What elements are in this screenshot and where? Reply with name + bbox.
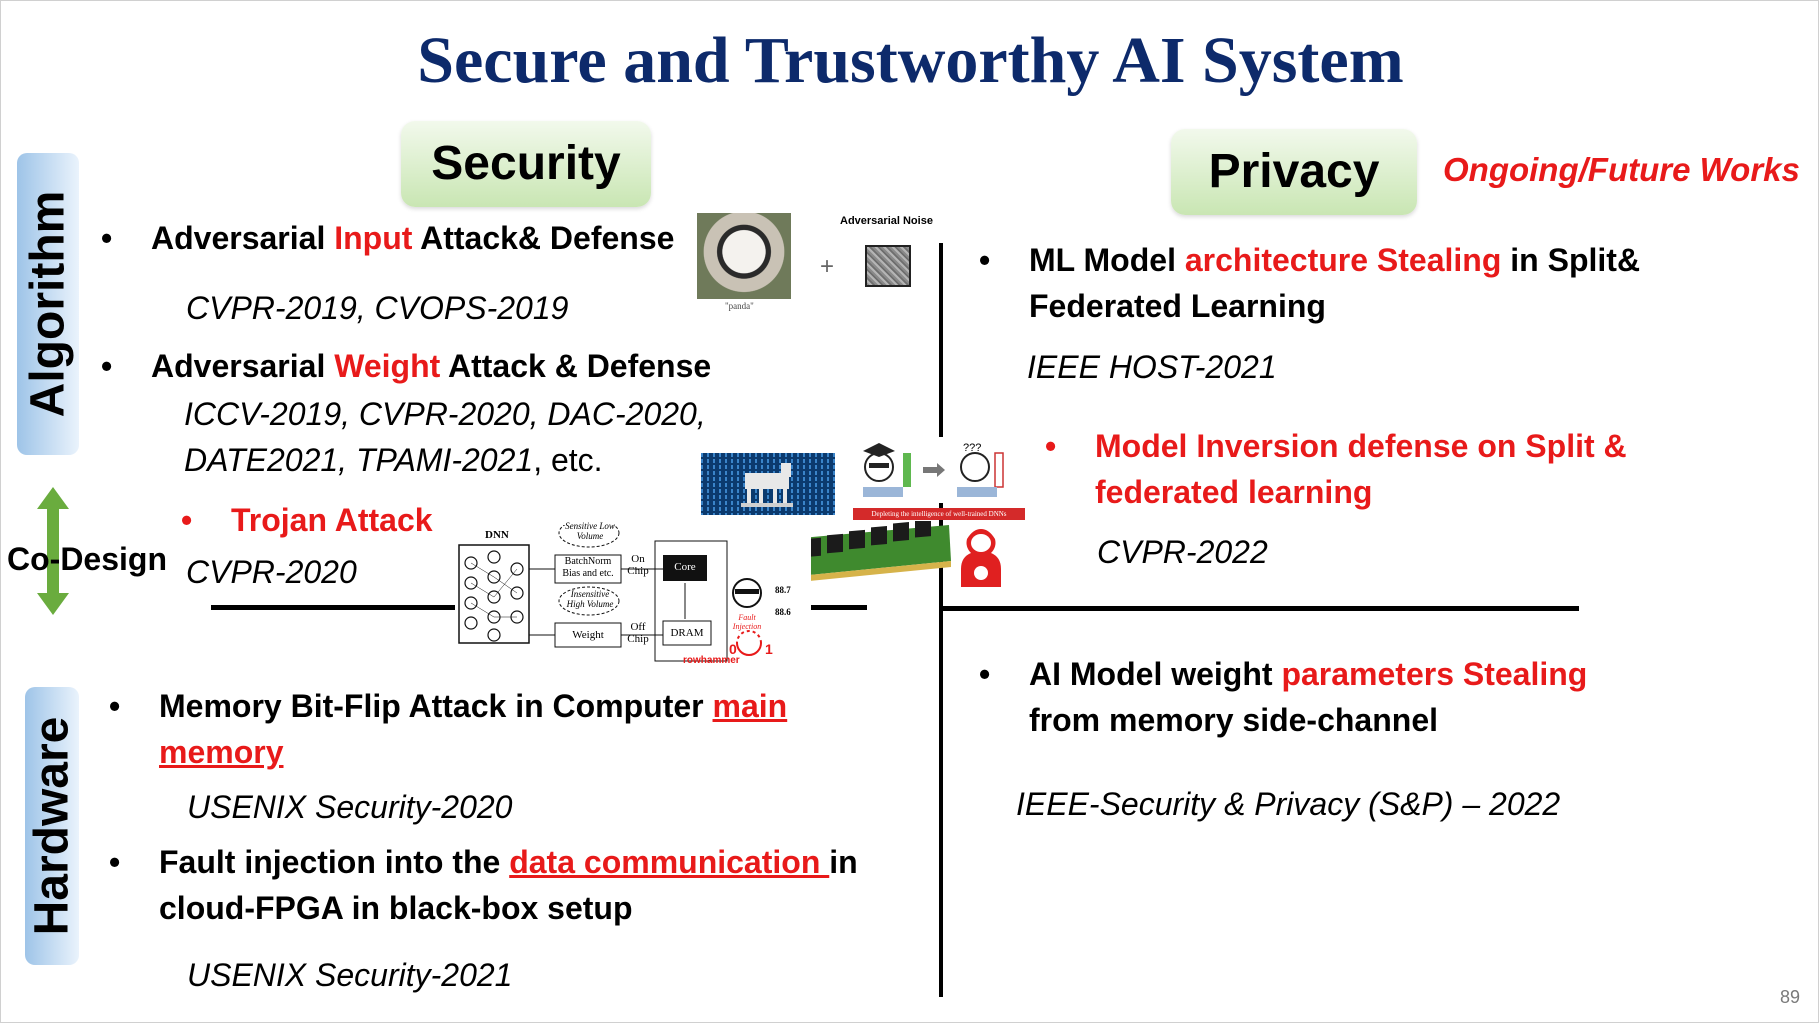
rowhammer-label: rowhammer (683, 655, 740, 666)
sensitive-label: Sensitive Low Volume (565, 521, 615, 541)
trojan-horse-image (701, 453, 835, 515)
bullet-adv-input: Adversarial Input Attack& Defense (101, 215, 674, 261)
depleting-caption: Depleting the intelligence of well-train… (853, 508, 1025, 520)
ref-fault-injection: USENIX Security-2021 (187, 957, 513, 993)
ref-model-inversion: CVPR-2022 (1097, 534, 1268, 570)
vertical-divider (939, 243, 943, 997)
bullet-adv-weight: Adversarial Weight Attack & Defense (101, 343, 711, 389)
algorithm-tab: Algorithm (17, 153, 79, 455)
panda-caption: "panda" (725, 301, 754, 311)
graduate-face-icon: ??? (853, 437, 1025, 503)
ref-adv-input: CVPR-2019, CVOPS-2019 (186, 290, 569, 326)
insensitive-label: Insensitive High Volume (566, 589, 614, 609)
horizontal-divider-right (941, 606, 1579, 611)
slide-title: Secure and Trustworthy AI System (417, 24, 1404, 97)
ref-adv-weight-2: DATE2021, TPAMI-2021, etc. (184, 442, 603, 478)
page-number: 89 (1779, 987, 1800, 1007)
bullet-param-stealing: AI Model weight parameters Stealing from… (979, 651, 1587, 743)
noise-image (865, 245, 911, 287)
privacy-header: Privacy (1171, 129, 1417, 215)
ref-trojan: CVPR-2020 (186, 554, 357, 590)
dram-label: DRAM (670, 627, 704, 639)
on-chip-label: On Chip (627, 553, 649, 577)
core-label: Core (674, 561, 696, 573)
ref-arch-stealing: IEEE HOST-2021 (1027, 349, 1277, 385)
ref-bitflip: USENIX Security-2020 (187, 789, 513, 825)
weight-label: Weight (572, 629, 604, 641)
hardware-tab: Hardware (25, 687, 79, 965)
ref-param-stealing: IEEE-Security & Privacy (S&P) – 2022 (1016, 786, 1561, 822)
value-88-6: 88.6 (775, 607, 791, 617)
bullet-fault-injection: Fault injection into the data communicat… (109, 839, 858, 931)
adversarial-noise-label: Adversarial Noise (840, 215, 933, 227)
codesign-label: Co-Design (7, 541, 167, 577)
dnn-diagram-lines (458, 525, 762, 662)
ref-adv-weight-1: ICCV-2019, CVPR-2020, DAC-2020, (184, 396, 706, 432)
batchnorm-label: BatchNorm Bias and etc. (562, 556, 614, 579)
value-88-7: 88.7 (775, 585, 791, 595)
double-arrow-icon (37, 487, 69, 615)
bullet-arch-stealing: ML Model architecture Stealing in Split&… (979, 237, 1640, 329)
bullet-bitflip: Memory Bit-Flip Attack in Computer main … (109, 683, 787, 775)
depleting-figure: ??? Depleting the intelligence of well-t… (853, 437, 1025, 520)
panda-image (697, 213, 791, 299)
svg-text:???: ??? (963, 442, 981, 454)
plus-sign: + (820, 253, 835, 280)
ram-module-image (767, 521, 951, 585)
dnn-label: DNN (485, 529, 509, 541)
bit-one: 1 (765, 641, 773, 657)
hacker-icon (961, 529, 1001, 587)
future-works-label: Ongoing/Future Works (1443, 151, 1800, 188)
dnn-hardware-diagram: DNN Sensitive Low Volume Insensitive Hig… (455, 521, 811, 667)
fault-injection-label: Fault Injection (732, 613, 762, 631)
bit-zero: 0 (729, 641, 737, 657)
bullet-trojan: Trojan Attack (181, 497, 432, 543)
security-header: Security (401, 121, 651, 207)
off-chip-label: Off Chip (627, 621, 649, 645)
bullet-model-inversion: Model Inversion defense on Split & feder… (1045, 423, 1627, 515)
